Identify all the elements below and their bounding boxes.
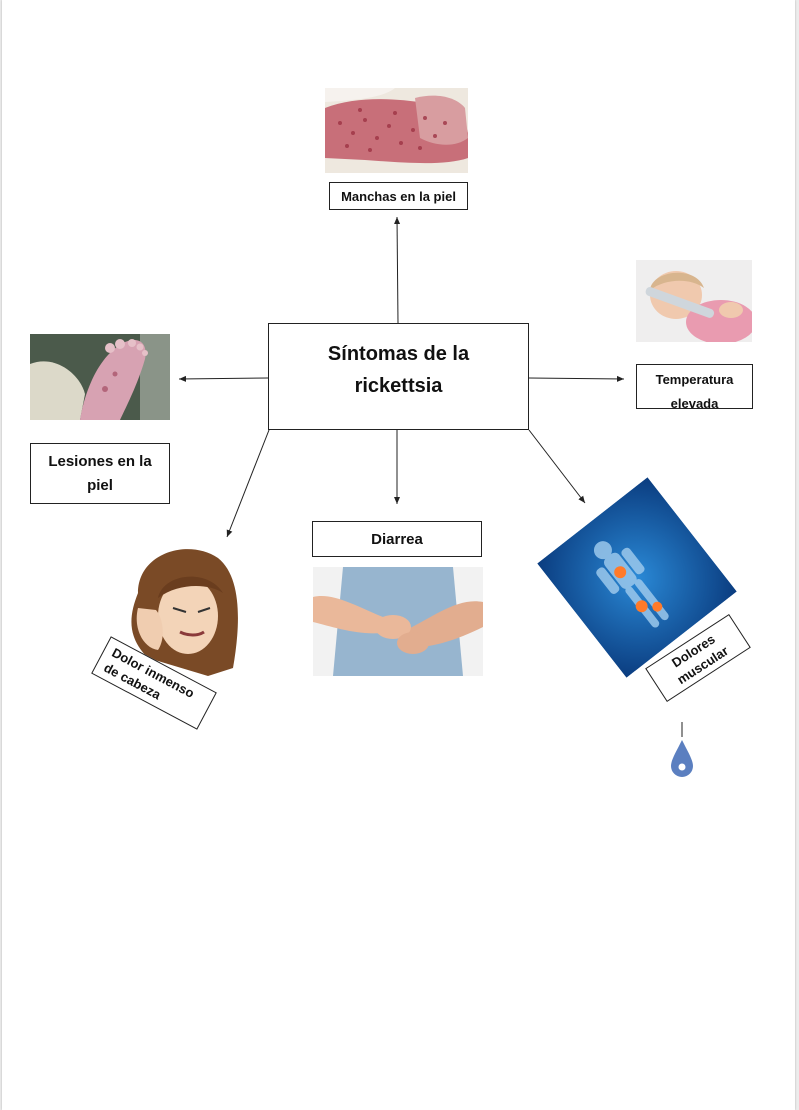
node-label: Diarrea [371, 530, 423, 548]
stomach-pain-image [313, 567, 483, 676]
arrow-to-lesiones [178, 375, 269, 382]
central-title-line2: rickettsia [354, 374, 443, 397]
skin-rash-image [325, 88, 468, 173]
node-label-line1: Lesiones en la [48, 452, 152, 470]
water-drop-icon [671, 740, 693, 777]
node-manchas-en-la-piel: Manchas en la piel [329, 182, 468, 210]
arrow-to-temperatura [528, 375, 625, 382]
foot-lesion-image [30, 334, 170, 420]
node-label-line2: elevada [670, 396, 719, 409]
arrow-to-manchas [394, 216, 401, 324]
central-title-line1: Síntomas de la [327, 342, 470, 365]
node-temperatura-elevada: Temperatura elevada [636, 364, 753, 409]
node-label: Manchas en la piel [341, 188, 456, 204]
node-label-line1: Temperatura [655, 372, 734, 387]
node-diarrea: Diarrea [312, 521, 482, 557]
arrow-to-dolores [528, 429, 586, 504]
headache-woman-image [118, 538, 242, 676]
arrow-to-dolor-cabeza [226, 429, 270, 538]
fever-child-image [636, 260, 752, 342]
muscle-pain-image [537, 477, 737, 678]
node-lesiones-en-la-piel: Lesiones en la piel [30, 443, 170, 504]
node-label-line2: piel [87, 476, 113, 494]
central-topic-box: Síntomas de la rickettsia [268, 323, 529, 430]
